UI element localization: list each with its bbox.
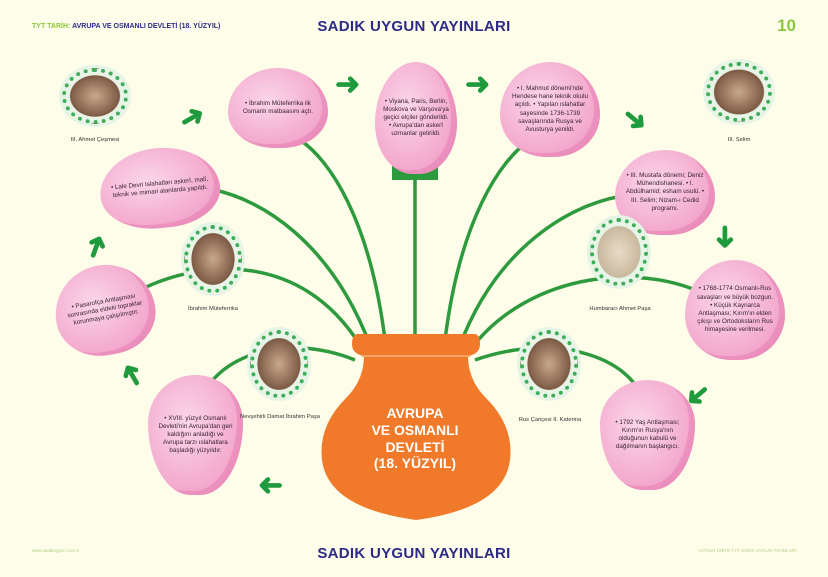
- footer-right: UYGUN ÜNİTE TYT SADIK UYGUN YAYINLARI: [699, 548, 796, 553]
- portrait-katerina: [520, 330, 578, 398]
- central-title: AVRUPA VE OSMANLI DEVLETİ (18. YÜZYIL): [371, 405, 459, 472]
- tulip-elciler: • Viyana, Paris, Berlin, Moskova ve Varş…: [375, 62, 457, 174]
- tulip-matbaa: • İbrahim Müteferrika ilk Osmanlı matbaa…: [228, 68, 328, 148]
- caption-humbaraci: Humbaracı Ahmet Paşa: [589, 306, 651, 312]
- arrow-icon: ➜: [465, 68, 491, 101]
- page-number: 10: [777, 16, 796, 35]
- portrait-ibrahim-muteferrika: [184, 225, 242, 293]
- arrow-icon: ➜: [708, 224, 742, 250]
- header-topic: TYT TARİH: AVRUPA VE OSMANLI DEVLETİ (18…: [32, 23, 221, 30]
- tulip-yas: • 1792 Yaş Antlaşması; Kırım'ın Rusya'nı…: [600, 380, 695, 490]
- caption-ahmet-cesmesi: III. Ahmet Çeşmesi: [70, 137, 120, 143]
- portrait-ahmet-cesmesi: [62, 68, 128, 124]
- tulip-mahmut: • I. Mahmut dönemi'nde Hendese hane tekn…: [500, 62, 600, 157]
- portrait-humbaraci: [590, 218, 648, 286]
- vase: [321, 334, 511, 520]
- arrow-icon: ➜: [258, 469, 284, 502]
- header-brand: SADIK UYGUN YAYINLARI: [317, 18, 511, 35]
- footer-brand: SADIK UYGUN YAYINLARI: [317, 545, 511, 562]
- tulip-kucuk-kaynarca: • 1768-1774 Osmanlı-Rus savaşları ve büy…: [685, 260, 785, 360]
- portrait-nevsehirli: [250, 330, 308, 398]
- tulip-xviii-yuzyil: • XVIII. yüzyıl Osmanlı Devleti'nin Avru…: [148, 375, 243, 495]
- caption-iii-selim: III. Selim: [727, 137, 751, 143]
- caption-nevsehirli: Nevşehirli Damat İbrahim Paşa: [240, 414, 320, 420]
- caption-ibrahim-muteferrika: İbrahim Müteferrika: [188, 306, 238, 312]
- caption-katerina: Rus Çariçesi II. Katerina: [518, 417, 582, 423]
- arrow-icon: ➜: [335, 68, 361, 101]
- footer-website: www.sadikuygun.com.tr: [32, 548, 80, 553]
- portrait-iii-selim: [706, 62, 772, 122]
